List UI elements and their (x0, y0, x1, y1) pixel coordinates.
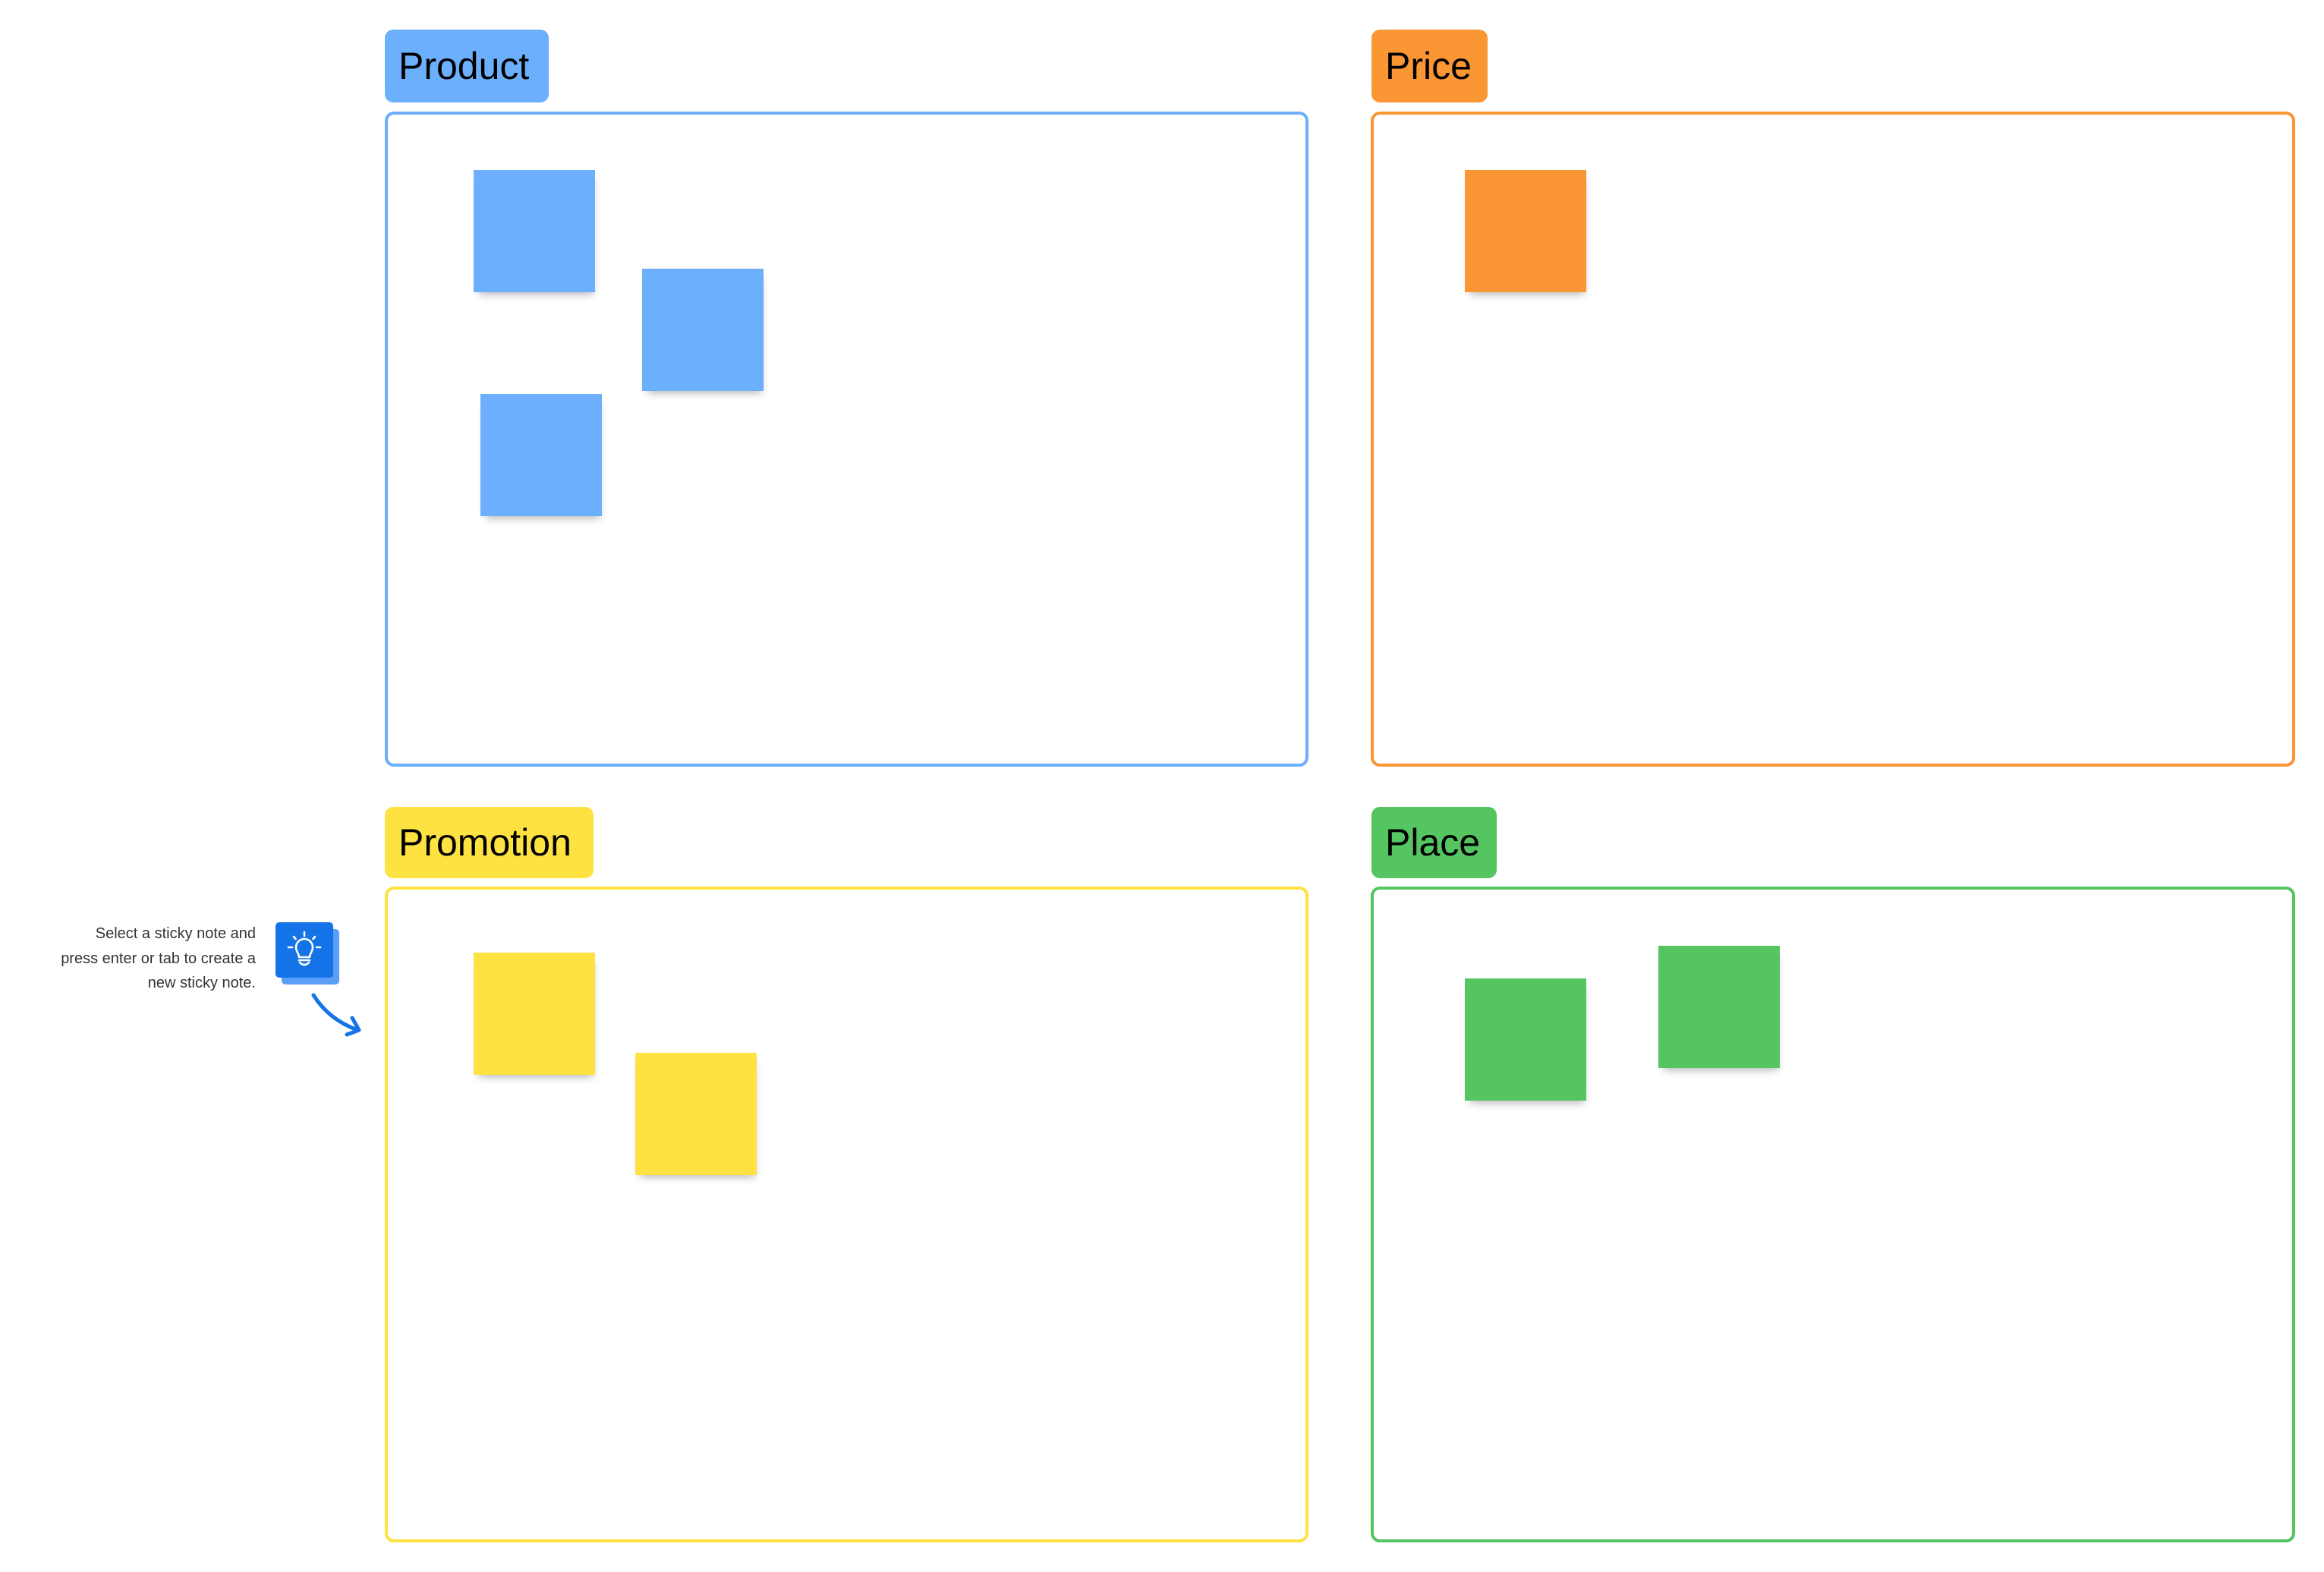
sticky-note-tip-text: Select a sticky note and press enter or … (23, 921, 256, 996)
price-header-text: Price (1385, 45, 1472, 87)
place-header-text: Place (1385, 821, 1481, 864)
product-sticky-note[interactable] (480, 394, 602, 516)
product-frame[interactable] (385, 112, 1308, 767)
place-sticky-note[interactable] (1658, 946, 1780, 1068)
place-sticky-note[interactable] (1465, 978, 1586, 1101)
product-header-label[interactable]: Product (385, 30, 549, 102)
product-header-text: Product (398, 45, 530, 87)
place-frame[interactable] (1371, 887, 2295, 1542)
price-frame[interactable] (1371, 112, 2295, 767)
product-sticky-note[interactable] (474, 170, 595, 292)
place-header-label[interactable]: Place (1371, 807, 1497, 878)
promotion-sticky-note[interactable] (474, 953, 595, 1075)
tip-line: press enter or tab to create a (61, 950, 256, 967)
tip-line: new sticky note. (147, 975, 256, 991)
product-sticky-note[interactable] (642, 269, 764, 391)
promotion-frame[interactable] (385, 887, 1308, 1542)
tip-line: Select a sticky note and (95, 925, 256, 942)
promotion-sticky-note[interactable] (635, 1053, 757, 1175)
lightbulb-icon (276, 922, 333, 978)
price-header-label[interactable]: Price (1371, 30, 1488, 102)
price-sticky-note[interactable] (1465, 170, 1586, 292)
tip-badge (276, 922, 339, 984)
promotion-header-text: Promotion (398, 821, 572, 864)
curved-arrow-icon (311, 993, 361, 1037)
promotion-header-label[interactable]: Promotion (385, 807, 594, 878)
